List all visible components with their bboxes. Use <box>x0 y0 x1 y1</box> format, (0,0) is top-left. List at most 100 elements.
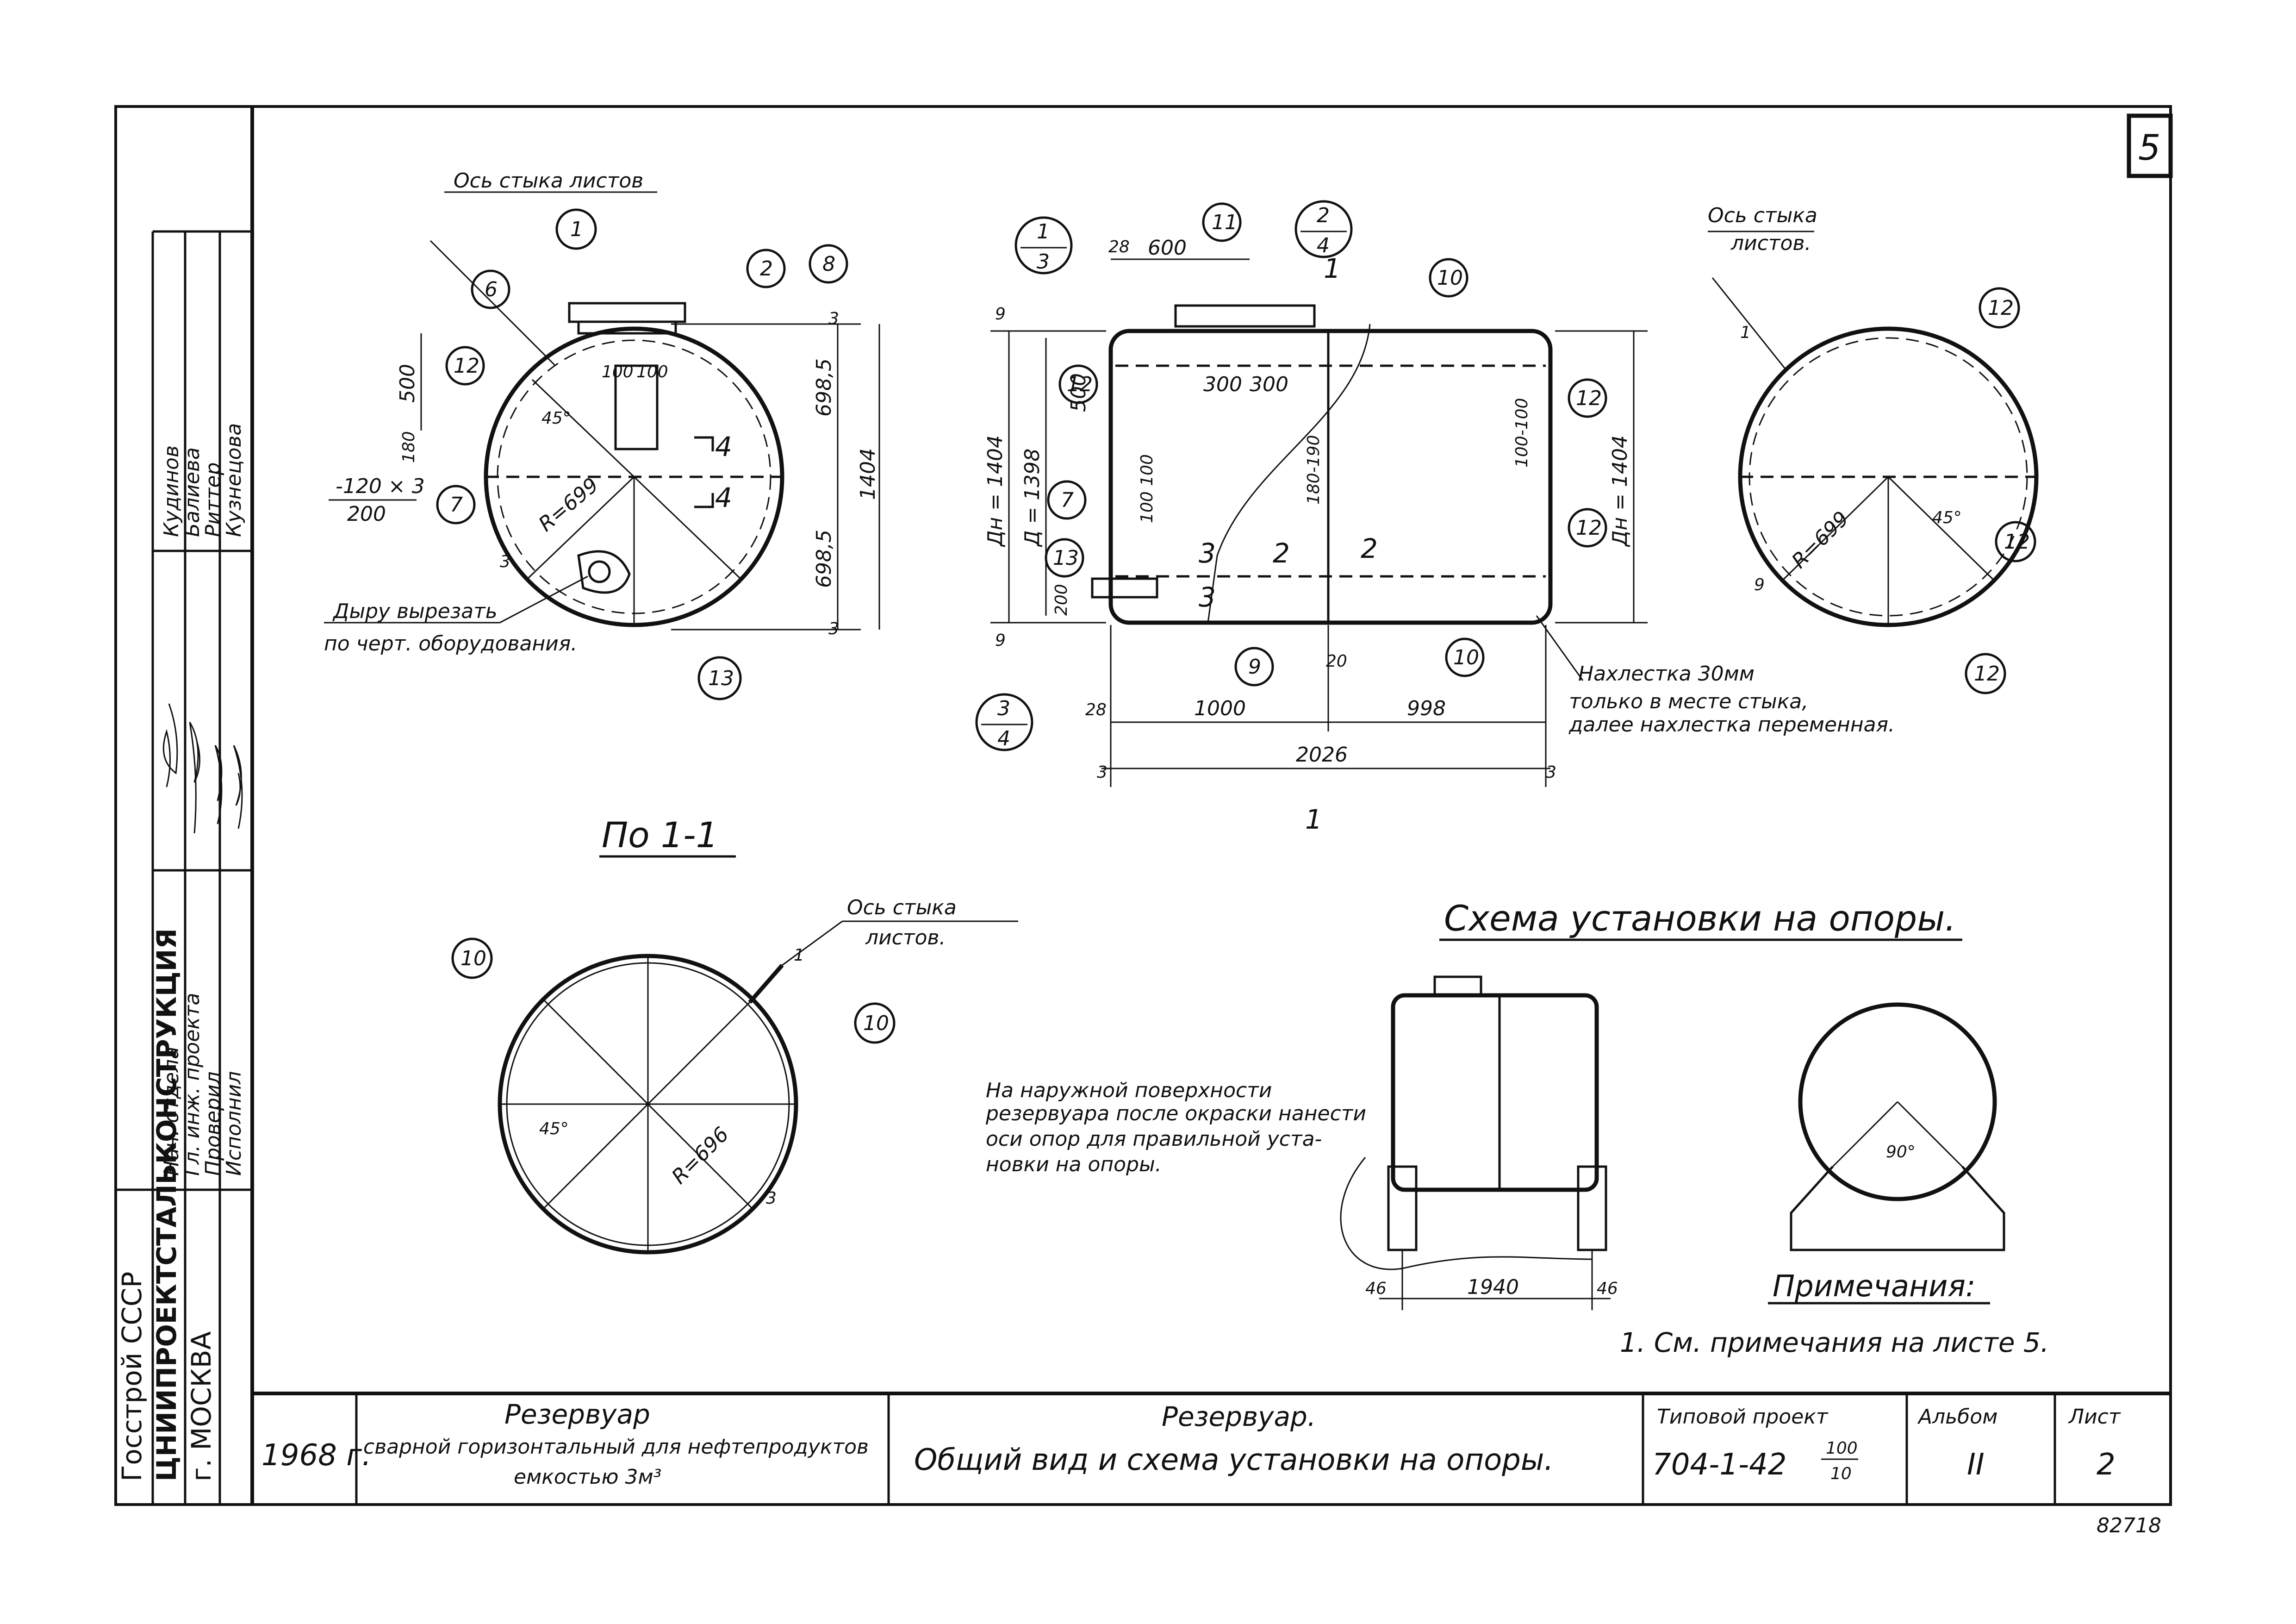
dim-300b: 300 <box>1250 373 1288 396</box>
section-mark-3a: 3 <box>1199 537 1216 569</box>
mark-circle-10-bottom <box>1445 637 1485 677</box>
scheme-angle-b <box>1897 1101 1963 1168</box>
section-4b: 4 <box>715 482 732 513</box>
scheme-note-line4: новки на опоры. <box>986 1153 1162 1176</box>
scheme-angle-90: 90° <box>1886 1143 1916 1162</box>
stamp-role-1: Нач. отдела <box>160 1047 183 1176</box>
radius-line-d <box>531 379 635 478</box>
tb-album-label: Альбом <box>1917 1405 1997 1429</box>
stamp-org-2: ЦНИИПРОЕКТСТАЛЬКОНСТРУКЦИЯ <box>151 928 182 1481</box>
dim-28-top: 28 <box>1108 237 1130 256</box>
scheme-note-line1: На наружной поверхности <box>986 1079 1272 1102</box>
end-mark-12b: 12 <box>2004 530 2030 554</box>
mark-circle-12-left <box>1058 364 1098 404</box>
end-dim-1: 1 <box>1740 323 1751 342</box>
mark-6: 6 <box>485 278 498 301</box>
signature-1 <box>162 703 178 787</box>
view-end-right: Ось стыка листов. R=699 45° 9 1 12 12 12 <box>1708 204 2039 694</box>
callout-circle-3-4 <box>975 693 1033 751</box>
callout-3-4-bottom: 4 <box>997 727 1010 750</box>
stamp-name-2: Балиева <box>180 447 204 537</box>
dim-3-left-side: 3 <box>1097 763 1108 782</box>
end-angle-45: 45° <box>1932 508 1962 527</box>
drain-hole <box>588 560 611 583</box>
stamp-name-3: Риттер <box>201 462 225 537</box>
mark-circle-6 <box>471 269 510 309</box>
tb-project-fraction-top: 100 <box>1826 1439 1858 1458</box>
tb-project-fraction-bottom: 10 <box>1830 1464 1852 1483</box>
callout-2-4-bottom: 4 <box>1317 234 1330 257</box>
dim-100a: 100 <box>602 362 634 381</box>
scheme-support-right <box>1577 1165 1607 1251</box>
part-marks-view2: 11 10 12 12 12 7 13 9 10 <box>1045 202 1607 687</box>
tb-year: 1968 г. <box>261 1438 371 1473</box>
strip-bottom: 200 <box>347 502 386 526</box>
mark-circle-2 <box>746 249 786 288</box>
side-stamp: Госстрой СССР ЦНИИПРОЕКТСТАЛЬКОНСТРУКЦИЯ… <box>116 230 252 1505</box>
mark-11: 11 <box>1212 211 1238 234</box>
dim-9-bottom: 9 <box>995 631 1006 650</box>
dim-9-top: 9 <box>995 305 1006 324</box>
section-mark-10b: 10 <box>863 1012 889 1035</box>
angle-45: 45° <box>541 409 571 428</box>
mark-circle-12 <box>445 346 485 386</box>
dim-3-left: 3 <box>500 552 510 571</box>
nozzle-neck <box>577 320 677 335</box>
dim-3-right-side: 3 <box>1546 763 1556 782</box>
section-mark-circle-10b <box>854 1002 896 1044</box>
dim-100-100-right: 100-100 <box>1512 398 1531 468</box>
mark-12-right-top: 12 <box>1576 387 1602 410</box>
dim-1404: 1404 <box>856 448 880 500</box>
tb-object-line2: сварной горизонтальный для нефтепродукто… <box>363 1435 869 1459</box>
stamp-org-3: г. МОСКВА <box>186 1331 217 1481</box>
note-item-1: 1. См. примечания на листе 5. <box>1620 1327 2049 1358</box>
end-mark-12c: 12 <box>1974 662 2000 686</box>
dim-998: 998 <box>1407 697 1446 720</box>
mark-circle-12-right-top <box>1568 378 1607 418</box>
section-mark-1-top: 1 <box>1324 253 1341 284</box>
notes: Примечания: 1. См. примечания на листе 5… <box>1620 1269 2049 1358</box>
tb-object-line1: Резервуар <box>504 1399 650 1430</box>
overlap-note-line1: Нахлестка 30мм <box>1578 662 1755 686</box>
dim-6985-top: 698,5 <box>812 358 836 417</box>
mark-12: 12 <box>454 354 479 378</box>
tb-list-value: 2 <box>2097 1448 2116 1482</box>
dim-180-190: 180-190 <box>1304 435 1323 505</box>
mark-circle-9 <box>1234 647 1274 687</box>
callout-circle-2-4 <box>1294 200 1353 258</box>
stamp-name-1: Кудинов <box>160 445 183 537</box>
dim-100-100-left: 100 100 <box>1138 454 1157 523</box>
end-radius-a <box>1781 476 1889 582</box>
tb-project-label: Типовой проект <box>1657 1405 1829 1429</box>
part-marks-view1: 1 2 8 6 12 7 13 <box>436 208 848 700</box>
scheme-angle-a <box>1832 1101 1898 1168</box>
mark-8: 8 <box>822 252 835 276</box>
section-seam-line1: Ось стыка <box>847 896 957 919</box>
title-block: 1968 г. Резервуар сварной горизонтальный… <box>252 1392 2171 1537</box>
callout-1-3-bottom: 3 <box>1037 250 1050 274</box>
section-4a: 4 <box>715 431 732 462</box>
overlap-note-line3: далее нахлестка переменная. <box>1568 713 1895 737</box>
dim-2026: 2026 <box>1296 743 1348 767</box>
tb-album-value: II <box>1967 1448 1985 1482</box>
dim-500: 500 <box>396 364 419 403</box>
stamp-role-2: Гл. инж. проекта <box>180 993 204 1176</box>
section-seam-line2: листов. <box>865 926 946 949</box>
section-4a-arrow <box>694 436 714 451</box>
drain-patch <box>577 550 631 594</box>
dim-dn-1404: Дн = 1404 <box>983 435 1007 547</box>
overlap-note-leader <box>1536 615 1584 681</box>
stiffener-plate <box>614 364 659 450</box>
mark-10-bottom: 10 <box>1453 646 1479 669</box>
notes-title: Примечания: <box>1773 1269 1976 1304</box>
signature-4 <box>233 745 243 829</box>
mark-2: 2 <box>760 257 773 281</box>
callout-circle-1-3 <box>1014 216 1073 275</box>
mark-13-side: 13 <box>1053 546 1079 570</box>
scheme-tank-side <box>1391 993 1599 1192</box>
dim-600: 600 <box>1148 236 1187 260</box>
seam-axis-label: Ось стыка листов <box>454 169 643 193</box>
tb-list-label: Лист <box>2068 1405 2121 1429</box>
